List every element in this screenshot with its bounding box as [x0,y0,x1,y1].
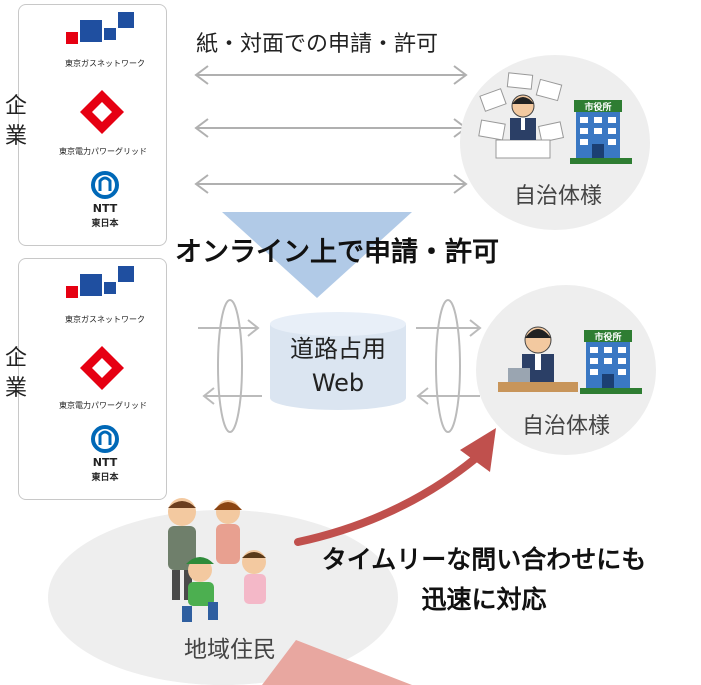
tokyo-gas-logo [66,266,134,298]
family-illustration [168,498,266,622]
tepco-caption: 東京電力パワーグリッド [59,147,147,156]
ntt-logo [91,171,119,199]
exchange-arrows-right [416,299,482,433]
busy-official-illustration [478,72,565,159]
message-line2: 迅速に対応 [421,585,547,614]
timely-response-message: タイムリーな問い合わせにも 迅速に対応 [284,540,684,620]
tepco-logo [80,90,124,134]
enterprise-label-top: 企業 [4,94,27,149]
road-occupancy-web-cylinder [270,312,406,410]
upward-arrow-partial [262,640,412,685]
bidirectional-arrows-top [194,65,468,194]
municipality-label-top: 自治体様 [513,184,602,209]
system-name-line1: 道路占用 [290,335,386,363]
tokyo-gas-caption: 東京ガスネットワーク [65,315,145,324]
tokyo-gas-caption: 東京ガスネットワーク [65,59,145,68]
ntt-name: NTT [92,202,118,215]
system-name: 道路占用 Web [268,332,408,400]
ntt-sub: 東日本 [91,473,119,483]
tokyo-gas-logo [66,12,134,44]
enterprise-label-bottom: 企業 [4,346,27,401]
city-hall-icon-bottom: 市役所 [580,330,642,394]
municipality-label-bottom: 自治体様 [521,414,610,439]
tepco-logo [80,346,124,390]
svg-text:市役所: 市役所 [584,101,611,113]
online-heading: オンライン上で申請・許可 [175,237,499,268]
residents-label: 地域住民 [184,637,276,663]
tepco-caption: 東京電力パワーグリッド [59,401,147,410]
city-hall-icon-top: 市役所 [570,100,632,164]
ntt-sub: 東日本 [91,219,119,229]
enterprise-panel-top [18,4,167,246]
paper-application-caption: 紙・対面での申請・許可 [196,32,439,57]
ntt-name: NTT [92,456,118,469]
official-laptop-illustration [498,326,578,392]
system-name-line2: Web [311,369,365,397]
inquiry-arrow [294,428,496,546]
down-arrow [222,212,412,298]
message-line1: タイムリーな問い合わせにも [321,545,647,574]
ntt-logo [91,425,119,453]
svg-text:市役所: 市役所 [594,331,621,343]
exchange-arrows-left [198,299,262,433]
